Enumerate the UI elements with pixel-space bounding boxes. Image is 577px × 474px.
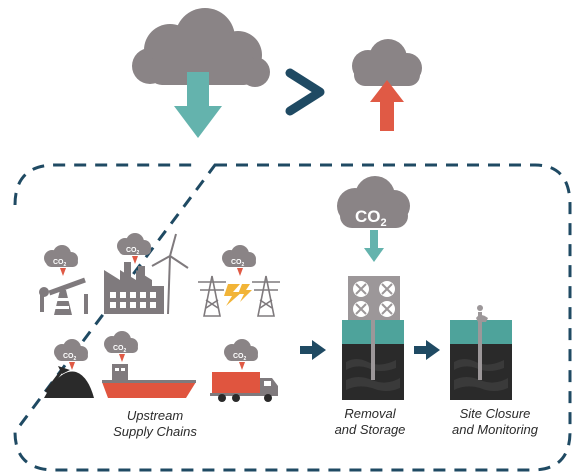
removal-label-line2: and Storage (334, 422, 406, 437)
svg-text:CO2: CO2 (233, 353, 247, 362)
greater-than-icon (285, 68, 325, 116)
svg-text:CO2: CO2 (355, 207, 387, 229)
dashed-border (13, 163, 572, 472)
truck-icon: CO2 (210, 339, 278, 402)
upstream-label-line2: Supply Chains (113, 424, 197, 439)
upstream-supply-chains-label: Upstream Supply Chains (95, 408, 215, 440)
closed-well-icon (450, 305, 512, 400)
co2-cloud-icon: CO2 (337, 176, 410, 262)
removal-label-line1: Removal (344, 406, 396, 421)
svg-text:CO2: CO2 (126, 247, 140, 256)
upstream-label-line1: Upstream (126, 408, 184, 423)
svg-text:CO2: CO2 (63, 353, 77, 362)
ship-icon: CO2 (102, 331, 196, 398)
closure-label-line2: and Monitoring (452, 422, 538, 437)
svg-text:CO2: CO2 (113, 345, 127, 354)
mine-icon: CO2 (44, 339, 94, 398)
direct-air-capture-icon (348, 276, 400, 320)
cloud-large-icon (132, 8, 270, 87)
removal-and-storage-label: Removal and Storage (315, 406, 425, 438)
up-arrow-icon (370, 80, 404, 131)
factory-icon: CO2 (104, 233, 164, 314)
closure-label-line1: Site Closure (459, 406, 531, 421)
wind-turbine-icon (151, 233, 189, 315)
svg-text:CO2: CO2 (231, 259, 245, 268)
flow-arrow-2-icon (414, 340, 440, 360)
svg-text:CO2: CO2 (53, 259, 67, 268)
flow-arrow-icon (300, 340, 326, 360)
cloud-small-icon (352, 39, 422, 86)
site-closure-label: Site Closure and Monitoring (435, 406, 555, 438)
storage-well-icon (342, 320, 404, 400)
down-arrow-icon (174, 72, 222, 138)
pump-jack-icon: CO2 (39, 245, 88, 315)
power-line-icon: CO2 (198, 245, 280, 317)
